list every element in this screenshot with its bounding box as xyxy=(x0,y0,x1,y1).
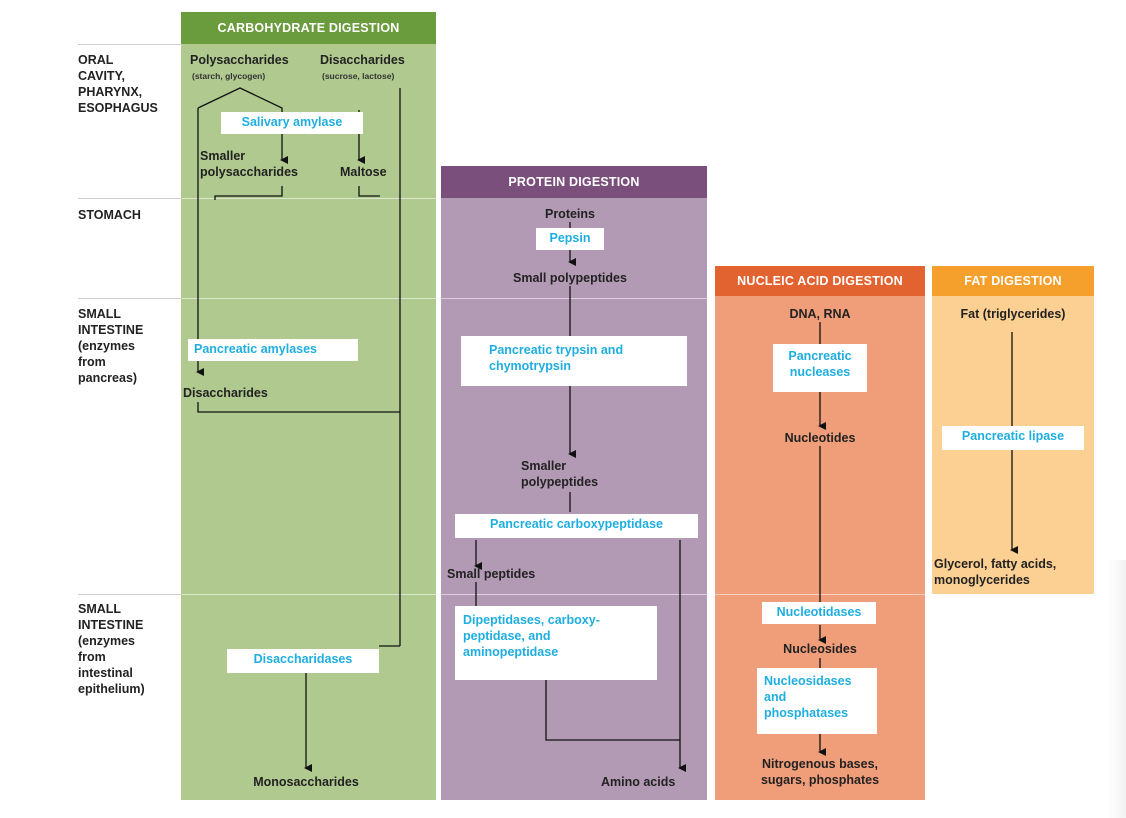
row-divider-small-pancreas xyxy=(78,298,182,299)
amino-acids-label: Amino acids xyxy=(601,775,676,789)
region-small-intestine-pancreas: SMALL INTESTINE (enzymes from pancreas) xyxy=(78,307,144,385)
pancreatic-carboxypeptidase-enzyme: Pancreatic carboxypeptidase xyxy=(455,514,698,538)
dipeptidases-enzyme: Dipeptidases, carboxy- peptidase, and am… xyxy=(455,606,657,680)
row-divider-stomach xyxy=(78,198,182,199)
smaller-polysaccharides-label: Smaller polysaccharides xyxy=(200,149,298,179)
disaccharides-pancreas-label: Disaccharides xyxy=(183,386,268,400)
pancreatic-amylases-enzyme: Pancreatic amylases xyxy=(188,339,358,361)
nucleosidases-phosphatases-enzyme: Nucleosidases and phosphatases xyxy=(757,668,877,734)
proteins-label: Proteins xyxy=(544,207,595,221)
edge-shadow xyxy=(1108,560,1126,818)
nucleotidases-enzyme: Nucleotidases xyxy=(762,602,876,624)
carbohydrate-header: CARBOHYDRATE DIGESTION xyxy=(181,12,436,44)
disaccharidases-enzyme: Disaccharidases xyxy=(227,649,379,673)
row-divider-small-prot xyxy=(441,298,707,299)
row-divider-stomach-carb xyxy=(181,198,436,199)
row-divider-epi-nuc xyxy=(715,594,925,595)
smaller-polypeptides-label: Smaller polypeptides xyxy=(521,459,599,489)
nucleotides-label: Nucleotides xyxy=(784,431,856,445)
glycerol-fatty-acids-label: Glycerol, fatty acids, monoglycerides xyxy=(934,557,1057,587)
protein-header: PROTEIN DIGESTION xyxy=(441,166,707,198)
small-peptides-label: Small peptides xyxy=(447,567,536,581)
row-divider-oral xyxy=(78,44,182,45)
fat-triglycerides-label: Fat (triglycerides) xyxy=(960,307,1066,321)
polysaccharides-note: (starch, glycogen) xyxy=(192,71,266,81)
row-divider-small-epithelium xyxy=(78,594,182,595)
monosaccharides-label: Monosaccharides xyxy=(253,775,359,789)
row-divider-epi-carb xyxy=(181,594,436,595)
pepsin-enzyme: Pepsin xyxy=(536,228,604,250)
disaccharides-label: Disaccharides xyxy=(320,53,405,67)
maltose-label: Maltose xyxy=(340,165,387,179)
region-oral-cavity: ORAL CAVITY, PHARYNX, ESOPHAGUS xyxy=(78,53,158,115)
small-polypeptides-label: Small polypeptides xyxy=(513,271,627,285)
row-divider-small-carb xyxy=(181,298,436,299)
dna-rna-label: DNA, RNA xyxy=(789,307,851,321)
nitrogenous-bases-label: Nitrogenous bases, sugars, phosphates xyxy=(760,757,880,787)
nucleosides-label: Nucleosides xyxy=(783,642,857,656)
fat-header: FAT DIGESTION xyxy=(932,266,1094,296)
region-stomach: STOMACH xyxy=(78,208,141,222)
trypsin-chymotrypsin-enzyme: Pancreatic trypsin and chymotrypsin xyxy=(461,336,687,386)
polysaccharides-label: Polysaccharides xyxy=(190,53,289,67)
nucleic-acid-header: NUCLEIC ACID DIGESTION xyxy=(715,266,925,296)
region-small-intestine-epithelium: SMALL INTESTINE (enzymes from intestinal… xyxy=(78,602,145,696)
row-divider-epi-prot xyxy=(441,594,707,595)
pancreatic-lipase-enzyme: Pancreatic lipase xyxy=(942,426,1084,450)
disaccharides-note: (sucrose, lactose) xyxy=(322,71,395,81)
pancreatic-nucleases-enzyme: Pancreatic nucleases xyxy=(773,344,867,392)
salivary-amylase-enzyme: Salivary amylase xyxy=(221,112,363,134)
